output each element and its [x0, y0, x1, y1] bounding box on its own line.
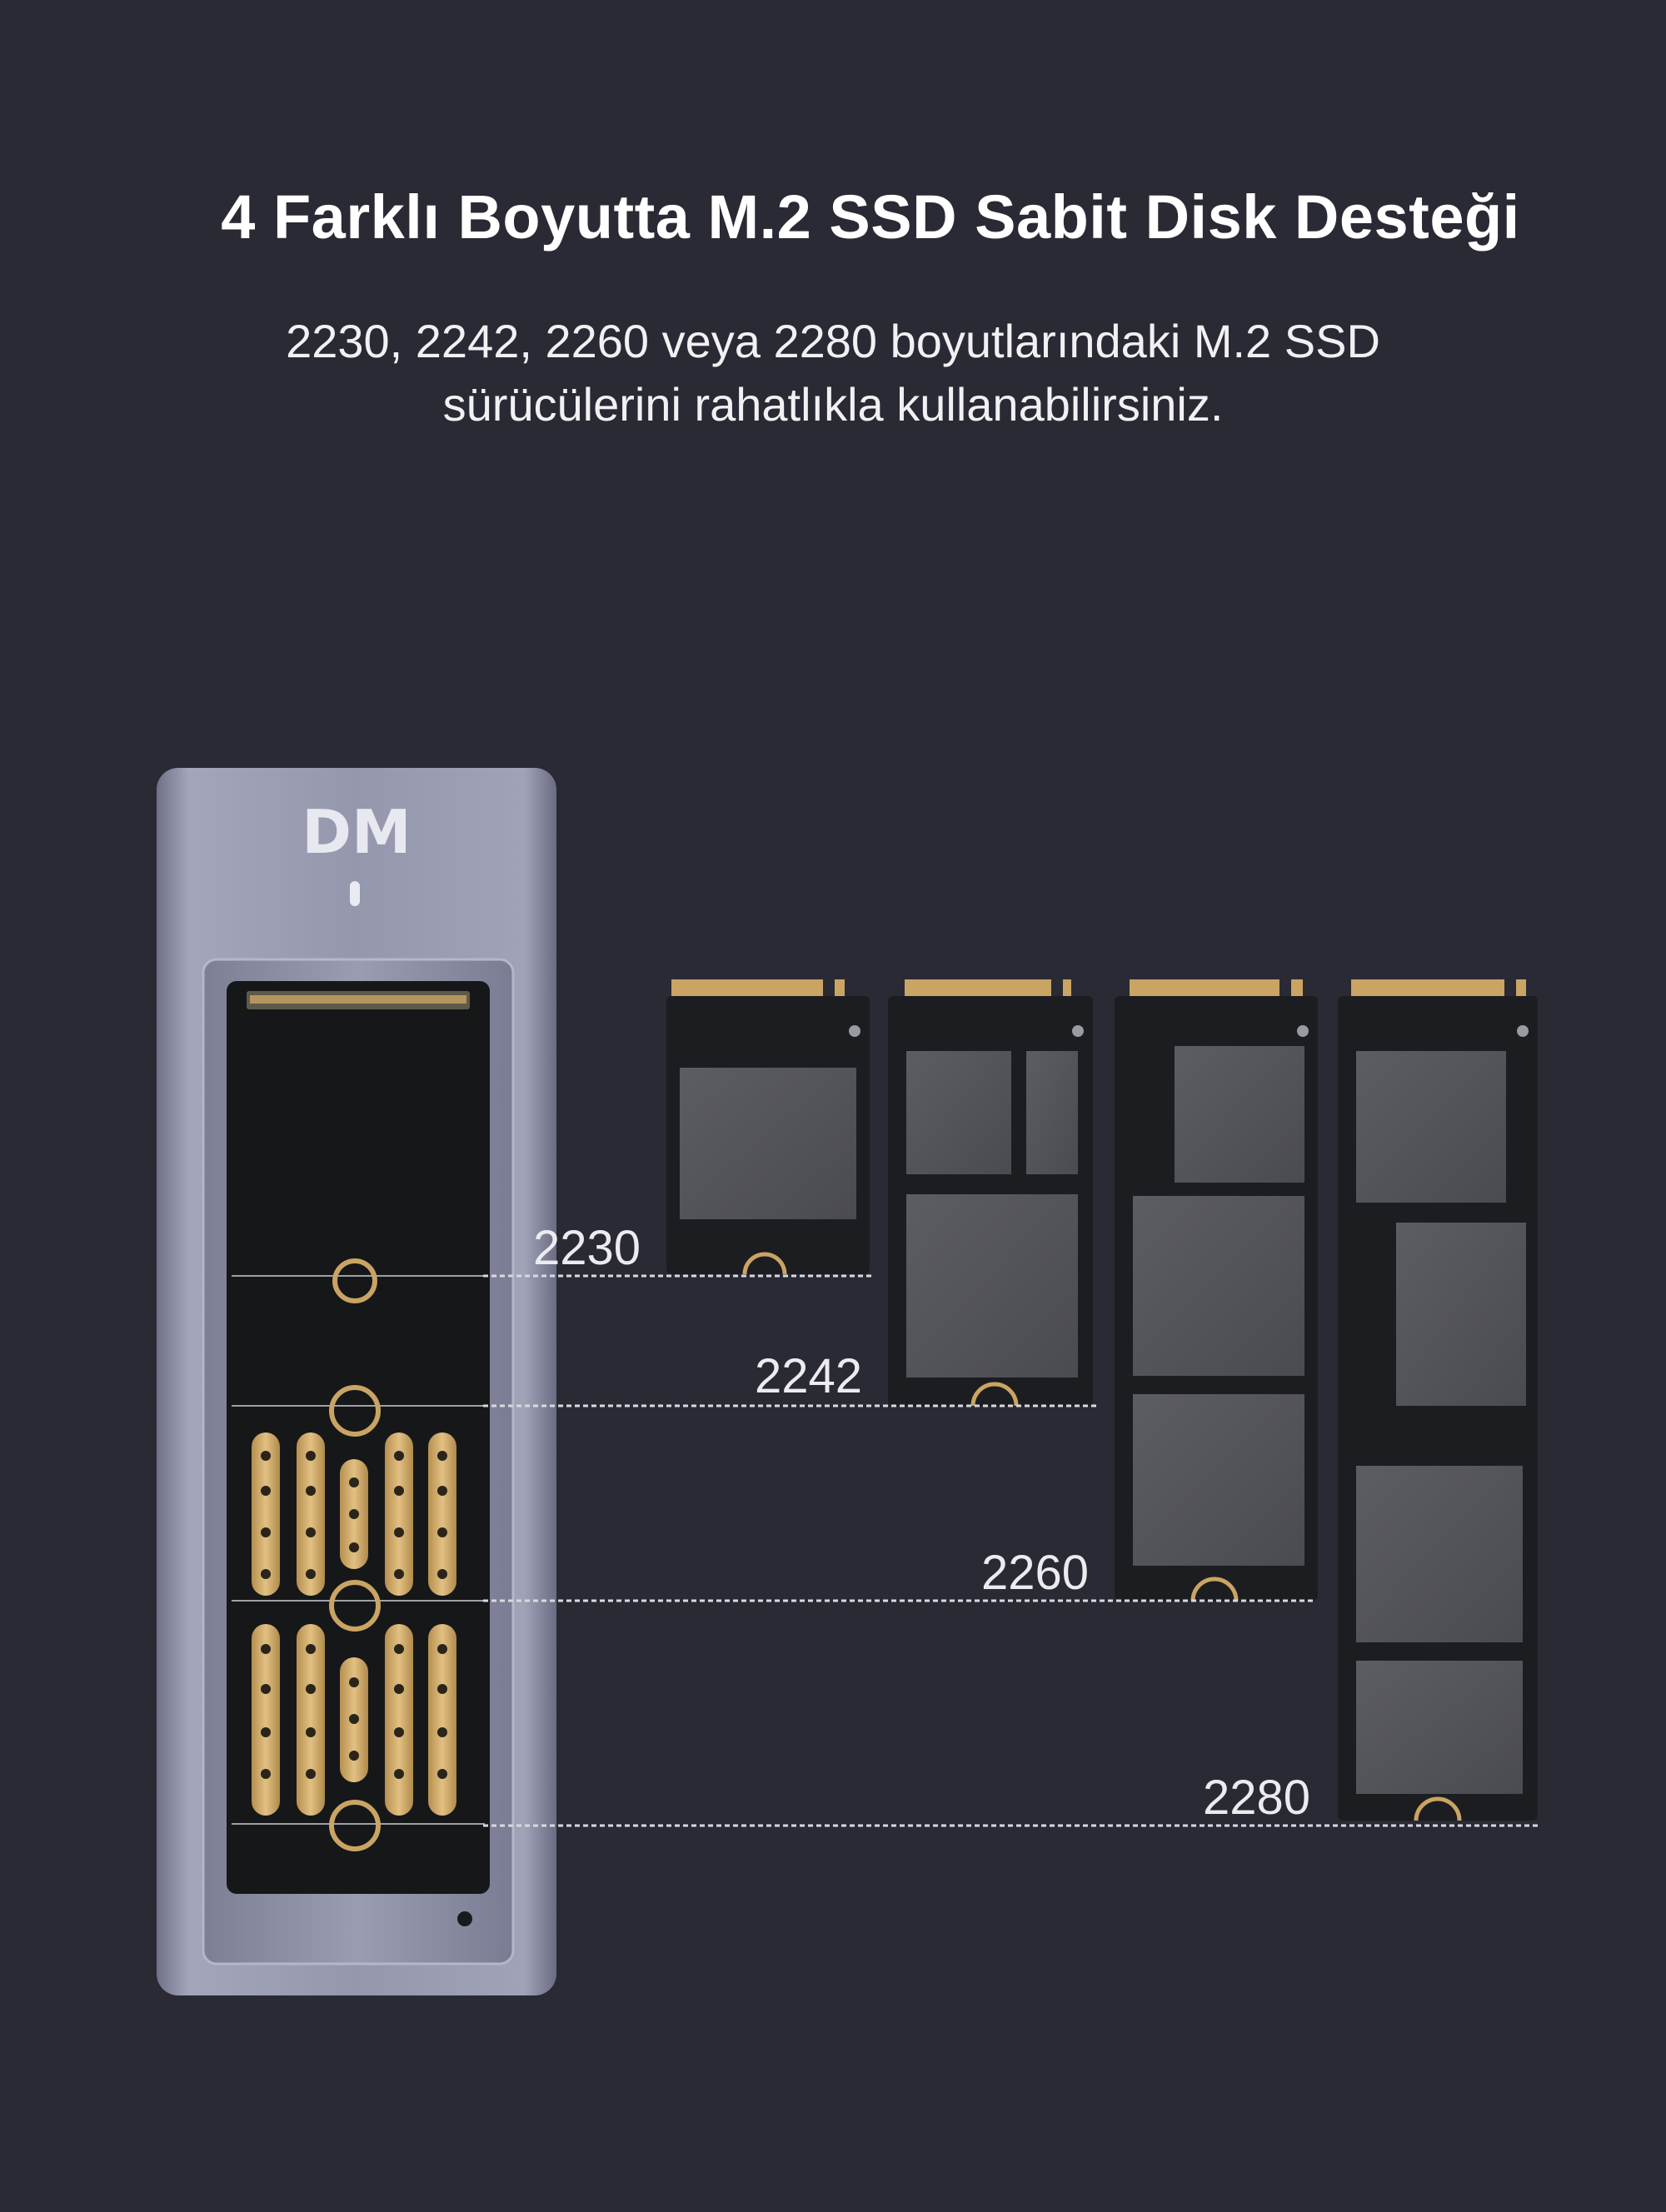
subtitle-line-2: sürücülerini rahatlıkla kullanabilirsini…	[442, 378, 1224, 431]
mounting-holes	[329, 1258, 381, 1851]
thermal-pads-lower	[252, 1624, 456, 1816]
status-led-icon	[350, 881, 360, 906]
size-label-2230: 2230	[533, 1221, 641, 1275]
page-title: 4 Farklı Boyutta M.2 SSD Sabit Disk Dest…	[221, 182, 1520, 252]
mount-hole-icon	[329, 1580, 381, 1632]
page-subtitle: 2230, 2242, 2260 veya 2280 boyutlarındak…	[0, 310, 1666, 436]
ssd-card-2230	[666, 979, 870, 1275]
ssd-enclosure: DM	[157, 768, 556, 1995]
mount-hole-icon	[329, 1385, 381, 1437]
size-label-2280: 2280	[1203, 1771, 1310, 1825]
brand-logo-text: DM	[302, 797, 411, 867]
tray-screw-icon	[457, 1911, 472, 1926]
brand-logo: DM	[302, 797, 411, 867]
size-label-2260: 2260	[981, 1546, 1089, 1600]
mount-hole-icon	[332, 1258, 377, 1303]
tray-cavity	[227, 981, 490, 1894]
size-guide-lines	[483, 1274, 1538, 1827]
subtitle-line-1: 2230, 2242, 2260 veya 2280 boyutlarındak…	[286, 315, 1380, 367]
ssd-card-2242	[888, 979, 1093, 1407]
ssd-card-2280	[1338, 979, 1538, 1821]
thermal-pads-upper	[252, 1432, 456, 1596]
ssd-card-2260	[1115, 979, 1318, 1602]
mount-hole-icon	[329, 1800, 381, 1851]
size-label-2242: 2242	[755, 1349, 862, 1403]
